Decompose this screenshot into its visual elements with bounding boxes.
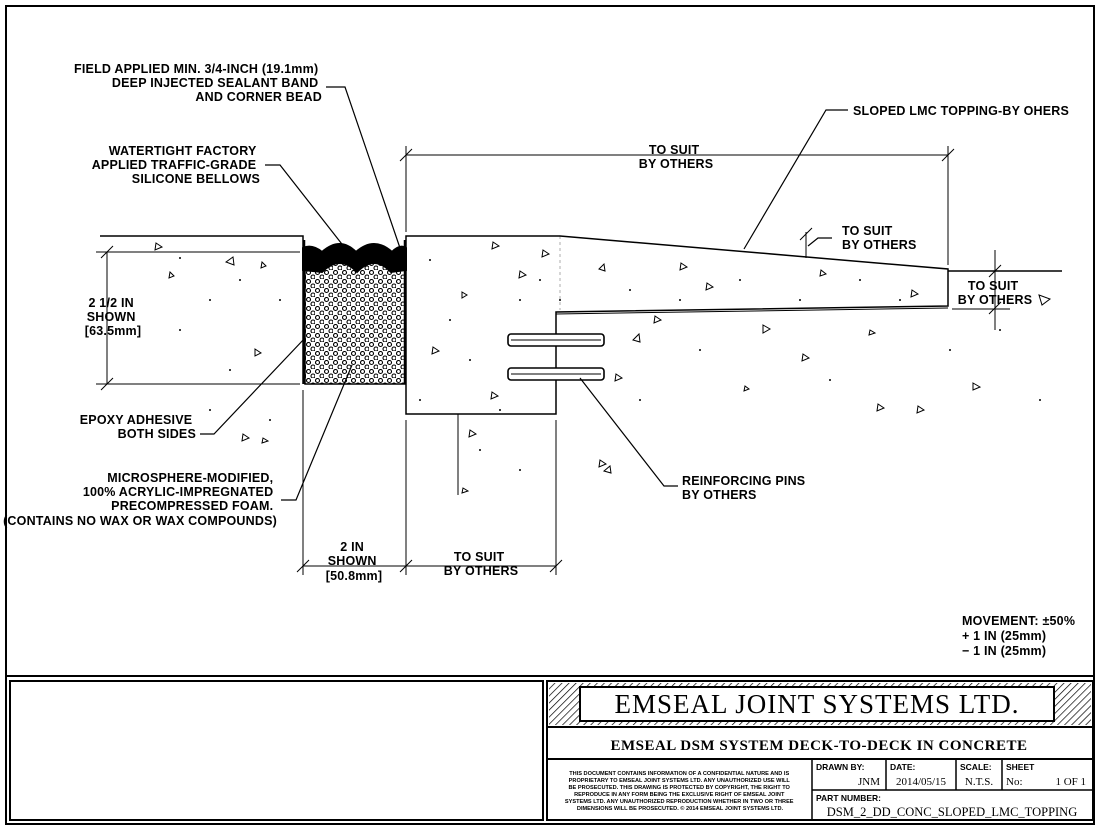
leader-lines — [200, 86, 848, 501]
movement-line3: − 1 IN (25mm) — [962, 644, 1046, 658]
dim-slab-depth-line3: [63.5mm] — [85, 324, 141, 338]
notice-line2: PROPRIETARY TO EMSEAL JOINT SYSTEMS LTD.… — [569, 778, 791, 784]
outer-border — [5, 5, 1095, 825]
dim-topping-thickness-line2: BY OTHERS — [842, 238, 917, 252]
dim-slab-depth-line2: SHOWN — [87, 310, 136, 324]
part-number-label: PART NUMBER: — [816, 793, 881, 803]
dim-right-depth: TO SUIT BY OTHERS — [958, 279, 1033, 307]
drawn-by-label: DRAWN BY: — [816, 762, 865, 772]
sheet-no-value: 1 OF 1 — [1055, 776, 1086, 788]
movement-line1: MOVEMENT: ±50% — [962, 614, 1075, 628]
date-label: DATE: — [890, 762, 916, 772]
aggregate-dots — [179, 257, 1041, 471]
notice-line1: THIS DOCUMENT CONTAINS INFORMATION OF A … — [569, 771, 789, 777]
callout-epoxy-line2: BOTH SIDES — [118, 427, 196, 441]
notice-line6: DIMENSIONS WILL BE PROSECUTED. © 2014 EM… — [577, 805, 784, 812]
sheet-label: SHEET — [1006, 762, 1035, 772]
right-slab-outline — [405, 235, 949, 415]
dim-joint-width-line3: [50.8mm] — [326, 569, 382, 583]
callout-pins: REINFORCING PINS BY OTHERS — [682, 474, 809, 502]
date-value: 2014/05/15 — [896, 776, 947, 788]
sheet-no-label: No: — [1006, 776, 1023, 788]
movement-line2: + 1 IN (25mm) — [962, 629, 1046, 643]
precompressed-foam — [304, 257, 406, 385]
callout-bellows: WATERTIGHT FACTORY APPLIED TRAFFIC-GRADE… — [92, 144, 260, 186]
callout-pins-line1: REINFORCING PINS — [682, 474, 805, 488]
callout-epoxy-line1: EPOXY ADHESIVE — [80, 413, 193, 427]
dim-top-width-line1: TO SUIT — [649, 143, 700, 157]
drawing-title: EMSEAL DSM SYSTEM DECK-TO-DECK IN CONCRE… — [610, 738, 1027, 754]
silicone-bellows — [302, 243, 407, 274]
notice-line3: BE PROSECUTED. THIS DRAWING IS PROTECTED… — [569, 785, 791, 791]
dim-joint-width: 2 IN SHOWN [50.8mm] — [326, 540, 382, 583]
dim-topping-thickness: TO SUIT BY OTHERS — [842, 224, 917, 252]
callout-foam: MICROSPHERE-MODIFIED, 100% ACRYLIC-IMPRE… — [3, 471, 277, 528]
dim-right-depth-line2: BY OTHERS — [958, 293, 1033, 307]
drawn-by-value: JNM — [858, 776, 880, 788]
callout-epoxy: EPOXY ADHESIVE BOTH SIDES — [80, 413, 196, 441]
dim-right-depth-line1: TO SUIT — [968, 279, 1019, 293]
callout-sealant-band-line3: AND CORNER BEAD — [195, 90, 322, 104]
callout-sloped-topping: SLOPED LMC TOPPING-BY OHERS — [853, 104, 1069, 118]
movement-note: MOVEMENT: ±50% + 1 IN (25mm) − 1 IN (25m… — [962, 614, 1079, 658]
dim-slab-depth-line1: 2 1/2 IN — [88, 296, 133, 310]
dim-joint-width-line2: SHOWN — [328, 554, 377, 568]
dim-top-width-line2: BY OTHERS — [639, 157, 714, 171]
dim-topping-thickness-line1: TO SUIT — [842, 224, 893, 238]
scale-label: SCALE: — [960, 762, 992, 772]
callout-pins-line2: BY OTHERS — [682, 488, 757, 502]
title-block-frame — [546, 680, 1094, 821]
company-plate — [579, 686, 1055, 722]
callout-foam-line3: PRECOMPRESSED FOAM. — [111, 499, 273, 513]
dim-slab-depth: 2 1/2 IN SHOWN [63.5mm] — [85, 296, 141, 338]
notes-box — [9, 680, 544, 821]
notice-line5: SYSTEMS LTD. ANY UNAUTHORIZED REPRODUCTI… — [565, 799, 794, 805]
callout-bellows-line3: SILICONE BELLOWS — [132, 172, 260, 186]
aggregate-triangles — [154, 241, 1052, 494]
callout-foam-line1: MICROSPHERE-MODIFIED, — [107, 471, 273, 485]
title-block: EMSEAL JOINT SYSTEMS LTD. EMSEAL DSM SYS… — [546, 680, 1094, 821]
dim-blockout-width-line1: TO SUIT — [454, 550, 505, 564]
right-existing-line — [555, 307, 949, 315]
company-name: EMSEAL JOINT SYSTEMS LTD. — [614, 689, 1019, 719]
joint-detail: FIELD APPLIED MIN. 3/4-INCH (19.1mm) DEE… — [3, 62, 1079, 658]
callout-sealant-band: FIELD APPLIED MIN. 3/4-INCH (19.1mm) DEE… — [74, 62, 322, 104]
part-number-value: DSM_2_DD_CONC_SLOPED_LMC_TOPPING — [827, 805, 1078, 819]
callout-sealant-band-line1: FIELD APPLIED MIN. 3/4-INCH (19.1mm) — [74, 62, 318, 76]
dimension-lines — [96, 146, 1010, 575]
dim-blockout-width: TO SUIT BY OTHERS — [444, 550, 519, 578]
dim-top-width: TO SUIT BY OTHERS — [639, 143, 714, 171]
confidential-notice: THIS DOCUMENT CONTAINS INFORMATION OF A … — [565, 771, 795, 812]
callout-foam-line2: 100% ACRYLIC-IMPREGNATED — [83, 485, 273, 499]
dim-joint-width-line1: 2 IN — [340, 540, 364, 554]
callout-sealant-band-line2: DEEP INJECTED SEALANT BAND — [112, 76, 318, 90]
dim-blockout-width-line2: BY OTHERS — [444, 564, 519, 578]
notice-line4: REPRODUCE IN ANY FORM BEING THE EXCLUSIV… — [574, 792, 785, 798]
scale-value: N.T.S. — [965, 776, 993, 788]
callout-bellows-line2: APPLIED TRAFFIC-GRADE — [92, 158, 257, 172]
callout-bellows-line1: WATERTIGHT FACTORY — [109, 144, 257, 158]
callout-foam-line4: (CONTAINS NO WAX OR WAX COMPOUNDS) — [3, 514, 277, 528]
